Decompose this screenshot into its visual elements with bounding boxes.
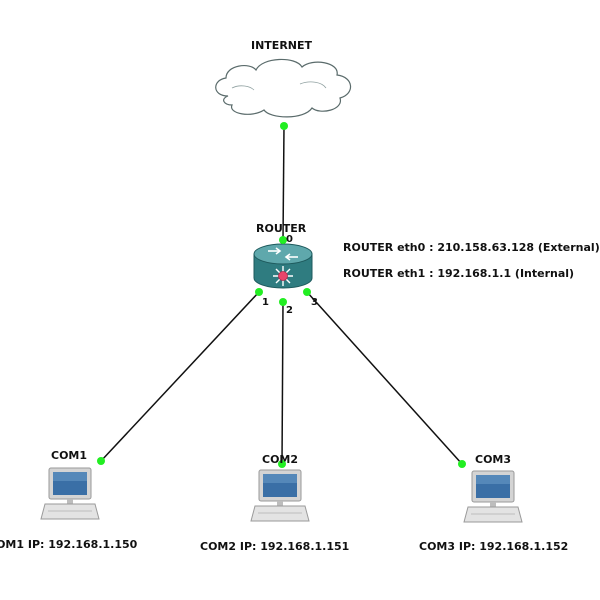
cloud-icon — [215, 58, 352, 118]
router-eth1-note: ROUTER eth1 : 192.168.1.1 (Internal) — [343, 267, 575, 280]
link-router-com2 — [281, 301, 284, 465]
port-dot-com1 — [97, 457, 105, 465]
port-dot-router-1 — [255, 288, 263, 296]
port-dot-router-0 — [279, 236, 287, 244]
port-dot-router-2 — [279, 298, 287, 306]
link-router-com1 — [100, 291, 260, 462]
router-port-3-label: 3 — [311, 297, 318, 308]
com1-ip-label: COM1 IP: 192.168.1.150 — [0, 538, 138, 551]
com2-ip-label: COM2 IP: 192.168.1.151 — [200, 540, 350, 553]
router-icon — [253, 243, 313, 289]
com1-label: COM1 — [51, 449, 88, 462]
com3-computer-icon — [463, 470, 523, 523]
router-eth0-note: ROUTER eth0 : 210.158.63.128 (External) — [343, 241, 600, 254]
com3-ip-label: COM3 IP: 192.168.1.152 — [419, 540, 569, 553]
port-dot-com2 — [278, 460, 286, 468]
com2-label: COM2 — [262, 453, 299, 466]
link-router-com3 — [306, 291, 463, 465]
port-dot-internet — [280, 122, 288, 130]
router-port-0-label: 0 — [286, 234, 293, 245]
port-dot-router-3 — [303, 288, 311, 296]
com2-computer-icon — [250, 469, 310, 522]
router-port-2-label: 2 — [286, 305, 293, 316]
router-label: ROUTER — [256, 222, 307, 235]
com3-label: COM3 — [475, 453, 512, 466]
internet-label: INTERNET — [251, 39, 313, 52]
port-dot-com3 — [458, 460, 466, 468]
com1-computer-icon — [40, 467, 100, 520]
router-port-1-label: 1 — [262, 297, 269, 308]
link-internet-router — [282, 125, 285, 241]
